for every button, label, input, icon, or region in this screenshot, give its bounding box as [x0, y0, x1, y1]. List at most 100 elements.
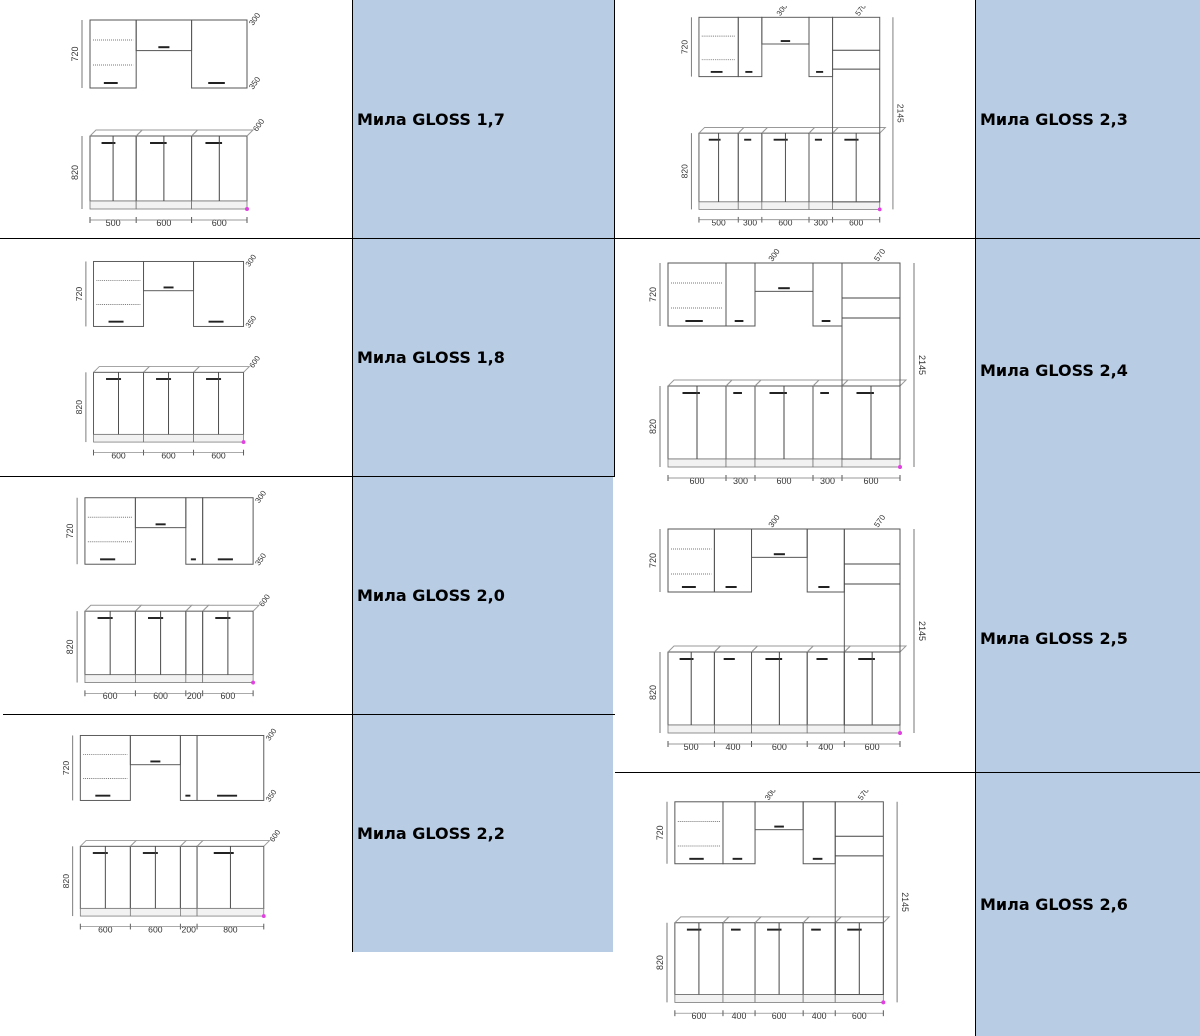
- countertop: [93, 366, 151, 373]
- upper-cabinet: [754, 262, 814, 292]
- width-dimension: 600: [772, 1011, 787, 1021]
- kitchen-label-2-6: Мила GLOSS 2,6: [976, 772, 1200, 1036]
- upper-height-dimension: 720: [70, 46, 80, 61]
- countertop: [714, 645, 759, 653]
- plinth: [79, 908, 131, 917]
- upper-cabinet: [698, 16, 739, 78]
- upper-height-dimension: 720: [648, 553, 658, 568]
- upper-cabinet: [667, 528, 715, 593]
- depth-dimension: 300: [244, 253, 259, 269]
- total-height-dimension: 2145: [900, 892, 910, 912]
- depth-dimension: 300: [253, 488, 268, 504]
- lower-height-dimension: 820: [648, 685, 658, 700]
- kitchen-name: Мила GLOSS 2,5: [980, 629, 1128, 648]
- plinth: [751, 724, 808, 734]
- lower-height-dimension: 820: [680, 164, 690, 178]
- width-dimension: 800: [223, 924, 238, 934]
- plinth: [185, 674, 204, 683]
- countertop: [84, 604, 143, 612]
- upper-cabinet: [84, 497, 136, 565]
- width-dimension: 600: [778, 217, 792, 227]
- width-dimension: 600: [148, 924, 163, 934]
- width-dimension: 600: [111, 450, 126, 460]
- corner-marker: [245, 207, 249, 211]
- countertop: [841, 379, 908, 387]
- kitchen-name: Мила GLOSS 2,6: [980, 894, 1128, 914]
- upper-height-dimension: 720: [655, 825, 665, 840]
- plinth: [737, 201, 763, 210]
- corner-marker: [898, 465, 902, 469]
- lower-height-dimension: 820: [70, 165, 80, 180]
- upper-height-dimension: 720: [648, 287, 658, 302]
- lower-cabinet: [737, 132, 763, 203]
- width-dimension: 600: [863, 476, 878, 486]
- countertop: [754, 379, 821, 387]
- plinth: [802, 994, 836, 1003]
- plinth: [667, 458, 727, 468]
- kitchen-name: Мила GLOSS 2,2: [357, 823, 505, 843]
- lower-cabinet: [802, 922, 836, 996]
- kitchen-label-2-3: Мила GLOSS 2,3: [976, 0, 1200, 238]
- table-border: [0, 476, 615, 477]
- plinth: [761, 201, 810, 210]
- countertop: [89, 129, 144, 137]
- depth-dimension: 600: [247, 354, 262, 370]
- countertop: [843, 645, 908, 653]
- width-dimension: 600: [212, 218, 227, 228]
- upper-cabinet: [89, 19, 137, 89]
- depth-dimension: 300: [767, 513, 782, 530]
- countertop: [698, 127, 746, 134]
- lower-cabinet: [722, 922, 756, 996]
- width-dimension: 600: [865, 742, 880, 752]
- width-dimension: 600: [156, 218, 171, 228]
- plinth: [667, 724, 715, 734]
- plinth: [84, 674, 136, 683]
- corner-marker: [877, 207, 882, 212]
- tall-cabinet: [841, 262, 901, 460]
- lower-cabinet: [808, 132, 834, 203]
- plinth: [808, 201, 833, 210]
- plinth: [754, 458, 814, 468]
- upper-cabinet: [134, 497, 187, 529]
- depth-dimension: 300: [264, 727, 279, 743]
- depth-dimension: 600: [251, 117, 266, 134]
- kitchen-label-2-2: Мила GLOSS 2,2: [353, 714, 613, 952]
- upper-cabinet: [191, 19, 248, 89]
- plinth: [714, 724, 752, 734]
- depth-dimension: 570: [853, 6, 868, 18]
- corner-marker: [261, 914, 266, 918]
- lower-cabinet: [812, 385, 843, 460]
- depth-dimension: 350: [244, 314, 259, 330]
- total-height-dimension: 2145: [917, 621, 927, 641]
- table-border: [975, 0, 976, 1036]
- upper-cabinet: [196, 734, 265, 801]
- upper-cabinet: [79, 734, 131, 801]
- upper-cabinet: [806, 528, 845, 593]
- width-dimension: 300: [820, 476, 835, 486]
- depth-dimension: 570: [872, 247, 887, 264]
- depth-dimension: 350: [264, 788, 279, 804]
- plinth: [135, 200, 192, 210]
- depth-dimension: 300: [763, 790, 778, 802]
- width-dimension: 400: [812, 1011, 827, 1021]
- plinth: [834, 994, 884, 1003]
- plinth: [193, 434, 244, 443]
- upper-height-dimension: 720: [65, 524, 75, 539]
- upper-cabinet: [713, 528, 753, 593]
- countertop: [667, 379, 734, 387]
- width-dimension: 600: [221, 691, 236, 701]
- corner-marker: [898, 731, 902, 735]
- depth-dimension: 570: [856, 790, 871, 802]
- countertop: [751, 645, 815, 653]
- plinth: [841, 458, 901, 468]
- table-border: [615, 772, 1200, 773]
- tall-cabinet: [832, 16, 881, 203]
- upper-cabinet: [808, 16, 834, 78]
- plinth: [93, 434, 144, 443]
- width-dimension: 600: [776, 476, 791, 486]
- upper-cabinet: [185, 497, 204, 565]
- width-dimension: 400: [818, 742, 833, 752]
